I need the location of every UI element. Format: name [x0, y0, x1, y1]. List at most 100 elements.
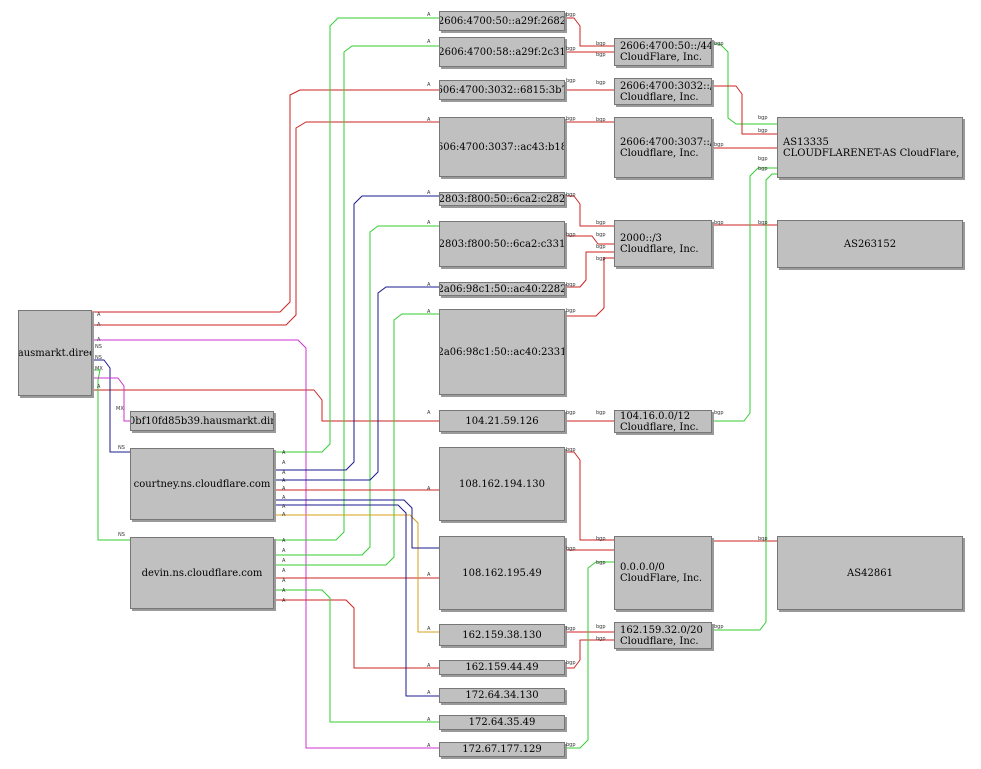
as-org: CLOUDFLARENET-AS CloudFlare, Inc. — [783, 147, 963, 159]
edge-a-195b — [274, 499, 439, 549]
node-ip-194[interactable]: 108.162.194.130 — [439, 447, 565, 521]
edge-label-bgp: bgp — [758, 166, 768, 172]
edge-bgp-c331 — [565, 235, 614, 245]
node-ip-2c31[interactable]: 2606:4700:58::a29f:2c31 — [439, 37, 565, 67]
node-ip-3b7e[interactable]: 2606:4700:3032::6815:3b7e — [439, 80, 565, 100]
node-label: 2606:4700:3032::6815:3b7e — [440, 84, 564, 96]
edge-label-a: A — [427, 39, 431, 45]
edge-ns-courtney — [92, 359, 130, 453]
node-ip-c282[interactable]: 2803:f800:50::6ca2:c282 — [439, 192, 565, 206]
edge-label-bgp: bgp — [714, 624, 724, 630]
edge-a-177 — [92, 339, 439, 749]
edge-label-bgp: bgp — [566, 46, 576, 52]
node-ip-2331[interactable]: 2a06:98c1:50::ac40:2331 — [439, 309, 565, 395]
node-prefix-2606-3032[interactable]: 2606:4700:3032::/48Cloudflare, Inc. — [614, 78, 712, 105]
edge-label-bgp: bgp — [758, 220, 768, 226]
prefix-org: CloudFlare, Inc. — [620, 573, 703, 584]
edge-mx-dc — [92, 377, 130, 422]
edge-label-a: A — [282, 460, 286, 466]
node-ip-34[interactable]: 172.64.34.130 — [439, 688, 565, 703]
edge-label-bgp: bgp — [566, 660, 576, 666]
node-label: dc-0bf10fd85b39.hausmarkt.direct — [131, 415, 273, 427]
prefix-org: Cloudflare, Inc. — [620, 91, 699, 103]
edge-label-a: A — [427, 486, 431, 492]
edge-label-bgp: bgp — [566, 742, 576, 748]
node-ip-177[interactable]: 172.67.177.129 — [439, 742, 565, 757]
edge-label-ns: NS — [95, 355, 102, 361]
edge-a-44 — [274, 599, 439, 669]
edge-label-a: A — [427, 190, 431, 196]
node-label: 2803:f800:50::6ca2:c282 — [439, 193, 565, 205]
node-ip-c331[interactable]: 2803:f800:50::6ca2:c331 — [439, 221, 565, 267]
edge-bgp-44 — [565, 639, 614, 669]
node-ip-195[interactable]: 108.162.195.49 — [439, 536, 565, 610]
edge-bgp-2282 — [565, 251, 614, 288]
node-ip-2282[interactable]: 2a06:98c1:50::ac40:2282 — [439, 282, 565, 296]
prefix-label: 2000::/3 — [620, 232, 662, 244]
edge-label-a: A — [282, 486, 286, 492]
edge-label-bgp: bgp — [596, 52, 606, 58]
edge-label-bgp: bgp — [566, 447, 576, 453]
edge-a-2282 — [274, 286, 439, 481]
node-ip-104[interactable]: 104.21.59.126 — [439, 410, 565, 432]
edge-label-a: A — [427, 572, 431, 578]
edge-label-a: A — [282, 538, 286, 544]
edge-label-bgp: bgp — [596, 256, 606, 262]
node-as263152[interactable]: AS263152 — [777, 220, 963, 268]
edge-label-bgp: bgp — [596, 41, 606, 47]
edge-label-a: A — [427, 410, 431, 416]
node-ip-2682[interactable]: 2606:4700:50::a29f:2682 — [439, 11, 565, 31]
as-label: AS263152 — [843, 238, 897, 250]
edge-label-a: A — [427, 626, 431, 632]
edge-label-a: A — [427, 117, 431, 123]
edge-label-a: A — [427, 309, 431, 315]
node-courtney-ns[interactable]: courtney.ns.cloudflare.com — [130, 448, 274, 520]
edge-label-bgp: bgp — [596, 244, 606, 250]
node-ip-35[interactable]: 172.64.35.49 — [439, 715, 565, 730]
edge-label-a: A — [427, 82, 431, 88]
node-label: 2a06:98c1:50::ac40:2282 — [439, 283, 565, 295]
node-ip-44[interactable]: 162.159.44.49 — [439, 660, 565, 675]
edge-label-a: A — [427, 282, 431, 288]
edge-label-bgp: bgp — [758, 115, 768, 121]
edge-label-bgp: bgp — [566, 116, 576, 122]
as-label: AS42861 — [847, 567, 893, 579]
edge-bgp-pfx104 — [712, 167, 777, 422]
edge-bgp-pfx44 — [712, 43, 777, 125]
prefix-org: CloudFlare, Inc. — [620, 52, 703, 63]
edge-label-bgp: bgp — [566, 626, 576, 632]
node-label: 172.64.35.49 — [468, 717, 536, 728]
edge-label-a: A — [97, 384, 101, 390]
node-dc-hausmarkt[interactable]: dc-0bf10fd85b39.hausmarkt.direct — [130, 411, 274, 431]
edge-label-a: A — [427, 220, 431, 226]
edge-label-a: A — [97, 337, 101, 343]
edge-label-bgp: bgp — [566, 232, 576, 238]
edge-label-a: A — [427, 743, 431, 749]
edge-label-a: A — [282, 495, 286, 501]
node-label: 108.162.195.49 — [462, 567, 542, 579]
node-label: 2803:f800:50::6ca2:c331 — [439, 238, 565, 250]
edge-label-bgp: bgp — [566, 308, 576, 314]
edge-label-a: A — [282, 450, 286, 456]
edge-label-a: A — [282, 598, 286, 604]
prefix-org: Cloudflare, Inc. — [620, 635, 699, 647]
node-ip-38[interactable]: 162.159.38.130 — [439, 624, 565, 646]
edge-label-ns: NS — [118, 532, 125, 538]
node-prefix-2606-3037[interactable]: 2606:4700:3037::/48Cloudflare, Inc. — [614, 117, 712, 178]
edge-ns-devin — [92, 369, 130, 541]
edge-label-a: A — [427, 663, 431, 669]
edge-bgp-194 — [565, 451, 614, 541]
node-as42861[interactable]: AS42861 — [777, 536, 963, 610]
node-ip-b181[interactable]: 2606:4700:3037::ac43:b181 — [439, 117, 565, 177]
edge-label-bgp: bgp — [596, 560, 606, 566]
node-hausmarkt-direct[interactable]: hausmarkt.direct — [18, 310, 92, 396]
edge-label-bgp: bgp — [566, 78, 576, 84]
prefix-label: 2606:4700:50::/44 — [620, 41, 712, 52]
node-devin-ns[interactable]: devin.ns.cloudflare.com — [130, 537, 274, 609]
